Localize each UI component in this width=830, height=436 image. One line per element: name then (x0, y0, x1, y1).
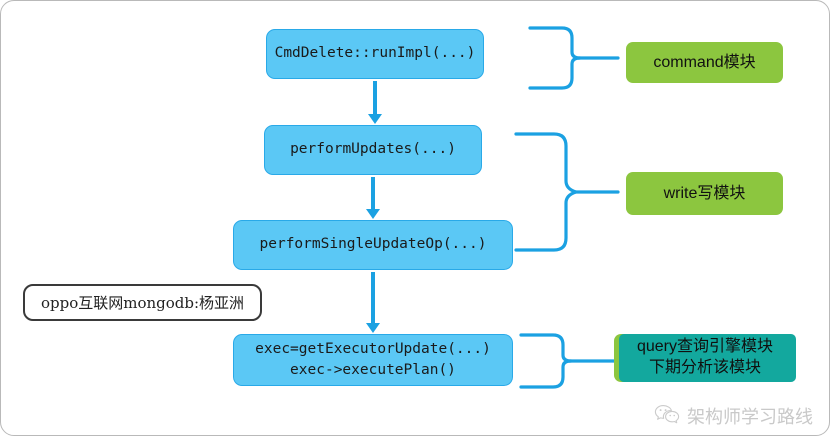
wechat-watermark-label: 架构师学习路线 (687, 407, 813, 427)
query-highlight-fill (619, 334, 796, 382)
brace-command-module (528, 23, 620, 93)
wechat-icon (654, 404, 680, 429)
author-watermark-box: oppo互联网mongodb:杨亚洲 (23, 284, 262, 321)
module-label-query-text: query查询引擎模块 下期分析该模块 (636, 338, 774, 376)
flow-box-exec-getexecutorupdate: exec=getExecutorUpdate(...) exec->execut… (233, 334, 513, 386)
module-label-query: query查询引擎模块 下期分析该模块 (614, 334, 796, 382)
flow-box-performsingleupdateop: performSingleUpdateOp(...) (233, 220, 513, 270)
arrow-cmddelete-to-performupdates (373, 81, 377, 115)
module-label-write: write写模块 (626, 172, 783, 215)
wechat-watermark: 架构师学习路线 (654, 403, 813, 429)
flow-box-cmddelete-runimpl: CmdDelete::runImpl(...) (266, 29, 484, 79)
brace-write-module (514, 129, 620, 255)
brace-query-module (519, 331, 620, 391)
arrow-performupdates-to-performsingle (371, 177, 375, 210)
module-label-command: command模块 (626, 42, 783, 83)
flow-box-performupdates: performUpdates(...) (264, 125, 482, 175)
arrow-performsingle-to-exec (371, 272, 375, 324)
